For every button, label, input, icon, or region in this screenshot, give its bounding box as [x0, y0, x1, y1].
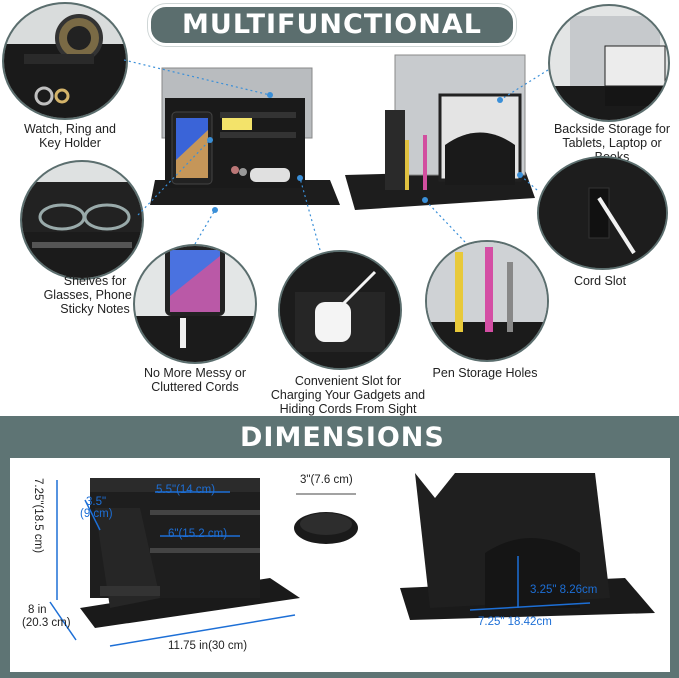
pen-storage-photo	[425, 240, 549, 362]
back-width-label: 7.25" 18.42cm	[478, 616, 552, 628]
section-title: MULTIFUNCTIONAL STAND	[182, 9, 482, 76]
watch-caption: Watch, Ring and Key Holder	[24, 122, 116, 150]
section-banner: MULTIFUNCTIONAL STAND	[148, 4, 516, 76]
no-messy-cords-caption: No More Messy or Cluttered Cords	[143, 366, 247, 394]
back-height-label: 3.25" 8.26cm	[530, 584, 598, 596]
watch-holder-photo	[2, 2, 128, 120]
phone-slot-label-a: 3.5"	[86, 496, 107, 508]
product-back-photo	[345, 50, 540, 220]
backside-storage-photo	[548, 4, 670, 122]
depth-label-in: 8 in	[28, 604, 47, 616]
charging-slot-caption: Convenient Slot for Charging Your Gadget…	[270, 374, 426, 416]
height-label: 7.25"(18.5 cm)	[32, 478, 44, 554]
shelves-photo	[20, 160, 144, 280]
charging-slot-photo	[278, 250, 402, 370]
product-front-photo	[150, 50, 340, 215]
cord-slot-photo	[537, 156, 668, 270]
pen-storage-caption: Pen Storage Holes	[432, 366, 538, 380]
phone-slot-label-b: (9 cm)	[80, 508, 113, 520]
tray-drawing	[294, 493, 358, 544]
front-dimension-arrows	[49, 480, 296, 647]
dimensions-title: DIMENSIONS	[240, 422, 445, 453]
back-stand-drawing	[400, 473, 655, 620]
tray-label: 3"(7.6 cm)	[300, 474, 353, 486]
cord-slot-caption: Cord Slot	[573, 274, 627, 288]
width-label: 11.75 in(30 cm)	[168, 640, 248, 652]
mid-shelf-label: 6"(15.2 cm)	[168, 528, 228, 540]
back-dimension-arrows	[469, 556, 591, 611]
top-shelf-label: 5.5"(14 cm)	[156, 484, 216, 496]
no-messy-cords-photo	[133, 244, 257, 364]
front-stand-drawing	[80, 478, 300, 628]
depth-label-cm: (20.3 cm)	[22, 617, 71, 629]
